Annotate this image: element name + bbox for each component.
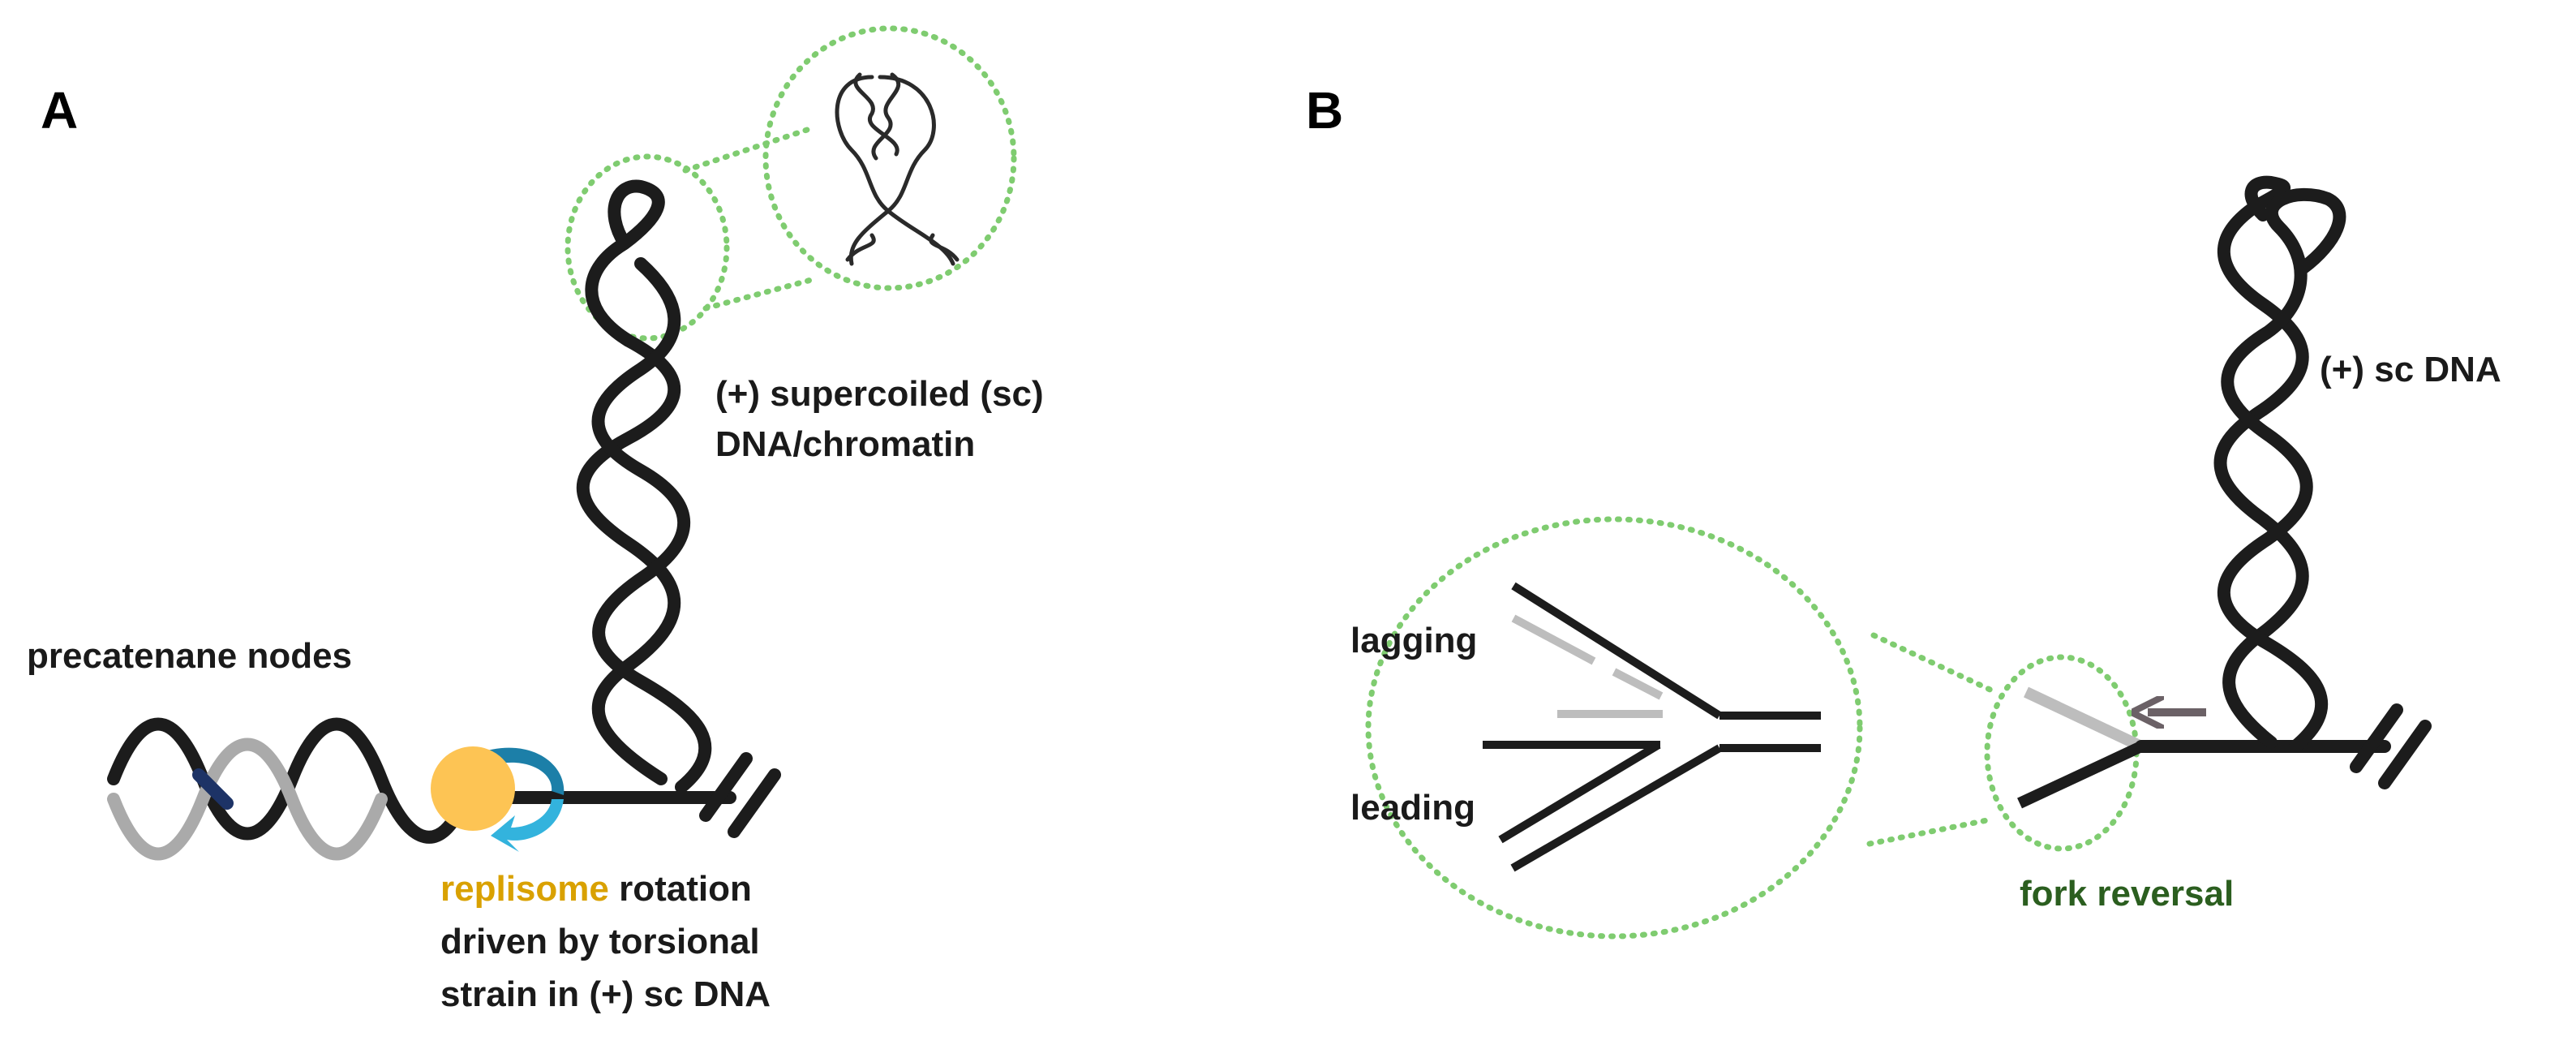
replisome-circle <box>431 746 515 831</box>
leading-daughter-1 <box>1498 741 1661 844</box>
precatenane-label: precatenane nodes <box>27 636 352 676</box>
panel-b-label: B <box>1306 81 1343 140</box>
panel-a-zoom-connector-top <box>682 127 810 174</box>
leading-arm-small <box>2017 741 2144 809</box>
leading-daughter-2 <box>1510 744 1722 872</box>
panel-b-break-slash-2 <box>2378 720 2432 789</box>
lagging-label: lagging <box>1350 621 1477 660</box>
chromatin-loop <box>835 72 960 266</box>
panel-a-label: A <box>41 81 78 140</box>
rotation-word: rotation <box>609 869 752 909</box>
panel-b-zoom-connector-top <box>1870 632 1999 695</box>
reversed-arm <box>2024 686 2144 752</box>
panel-b-sc-label: (+) sc DNA <box>2320 350 2501 389</box>
break-slash-1 <box>699 752 753 822</box>
replisome-caption-line3: strain in (+) sc DNA <box>440 974 771 1014</box>
panel-a: A <box>27 25 1044 1014</box>
panel-b-zoom-connector-bottom <box>1866 816 1994 847</box>
panel-b-plectoneme <box>2213 175 2346 753</box>
panel-b-zoom-large-ring <box>1365 516 1863 940</box>
leading-label: leading <box>1350 788 1475 828</box>
fork-small <box>2017 686 2144 809</box>
node-marker <box>192 768 234 810</box>
panel-a-zoom-small-ring <box>565 153 730 342</box>
replisome-word: replisome <box>440 869 609 909</box>
panel-b-break-slash-1 <box>2350 703 2403 773</box>
lagging-parental <box>1511 582 1722 720</box>
supercoil-label-line2: DNA/chromatin <box>715 424 975 464</box>
panel-a-zoom <box>565 25 1017 342</box>
lagging-daughter-2 <box>1612 668 1664 700</box>
replisome-caption-line2: driven by torsional <box>440 922 760 961</box>
panel-a-zoom-connector-bottom <box>702 277 814 312</box>
fork-detail <box>1483 582 1821 872</box>
panel-a-zoom-large-ring <box>762 25 1017 291</box>
supercoil-label-line1: (+) supercoiled (sc) <box>715 374 1044 414</box>
panel-b-zoom <box>1365 516 2144 940</box>
panel-b: B <box>1306 81 2501 940</box>
replisome-caption-line1: replisome rotation <box>440 869 752 909</box>
break-slash-2 <box>728 768 781 838</box>
supercoil-plectoneme <box>577 179 712 793</box>
lagging-daughter-1 <box>1511 614 1596 665</box>
fork-reversal-label: fork reversal <box>2020 874 2234 914</box>
